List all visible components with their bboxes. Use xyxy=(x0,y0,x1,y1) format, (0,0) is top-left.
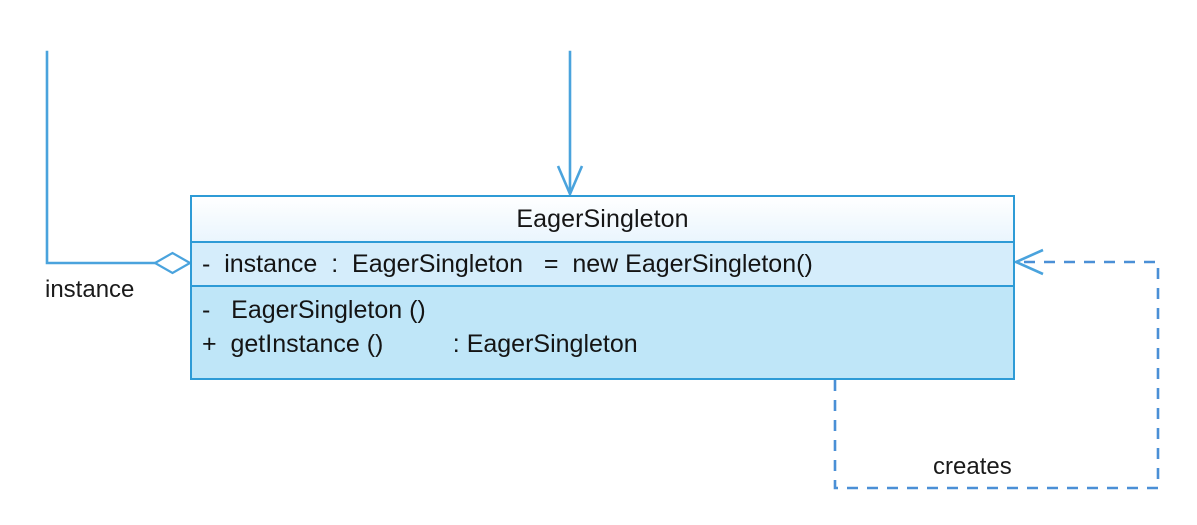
creates-dependency-connector[interactable] xyxy=(833,248,1160,490)
class-box-methods: - EagerSingleton () + getInstance () : E… xyxy=(192,287,1013,378)
method-row: - EagerSingleton () xyxy=(202,296,426,324)
class-box-attributes: - instance : EagerSingleton = new EagerS… xyxy=(192,243,1013,287)
class-box-header: EagerSingleton xyxy=(192,197,1013,243)
class-name: EagerSingleton xyxy=(516,204,689,233)
class-box-eagersingleton[interactable]: EagerSingleton - instance : EagerSinglet… xyxy=(190,195,1015,380)
aggregation-label: instance xyxy=(45,276,135,303)
method-row: + getInstance () : EagerSingleton xyxy=(202,330,638,358)
incoming-association-connector[interactable] xyxy=(556,50,584,198)
dependency-label: creates xyxy=(933,453,1012,480)
attribute-row: - instance : EagerSingleton = new EagerS… xyxy=(202,250,813,278)
aggregation-connector[interactable] xyxy=(45,50,193,275)
hollow-diamond-marker xyxy=(152,251,193,275)
